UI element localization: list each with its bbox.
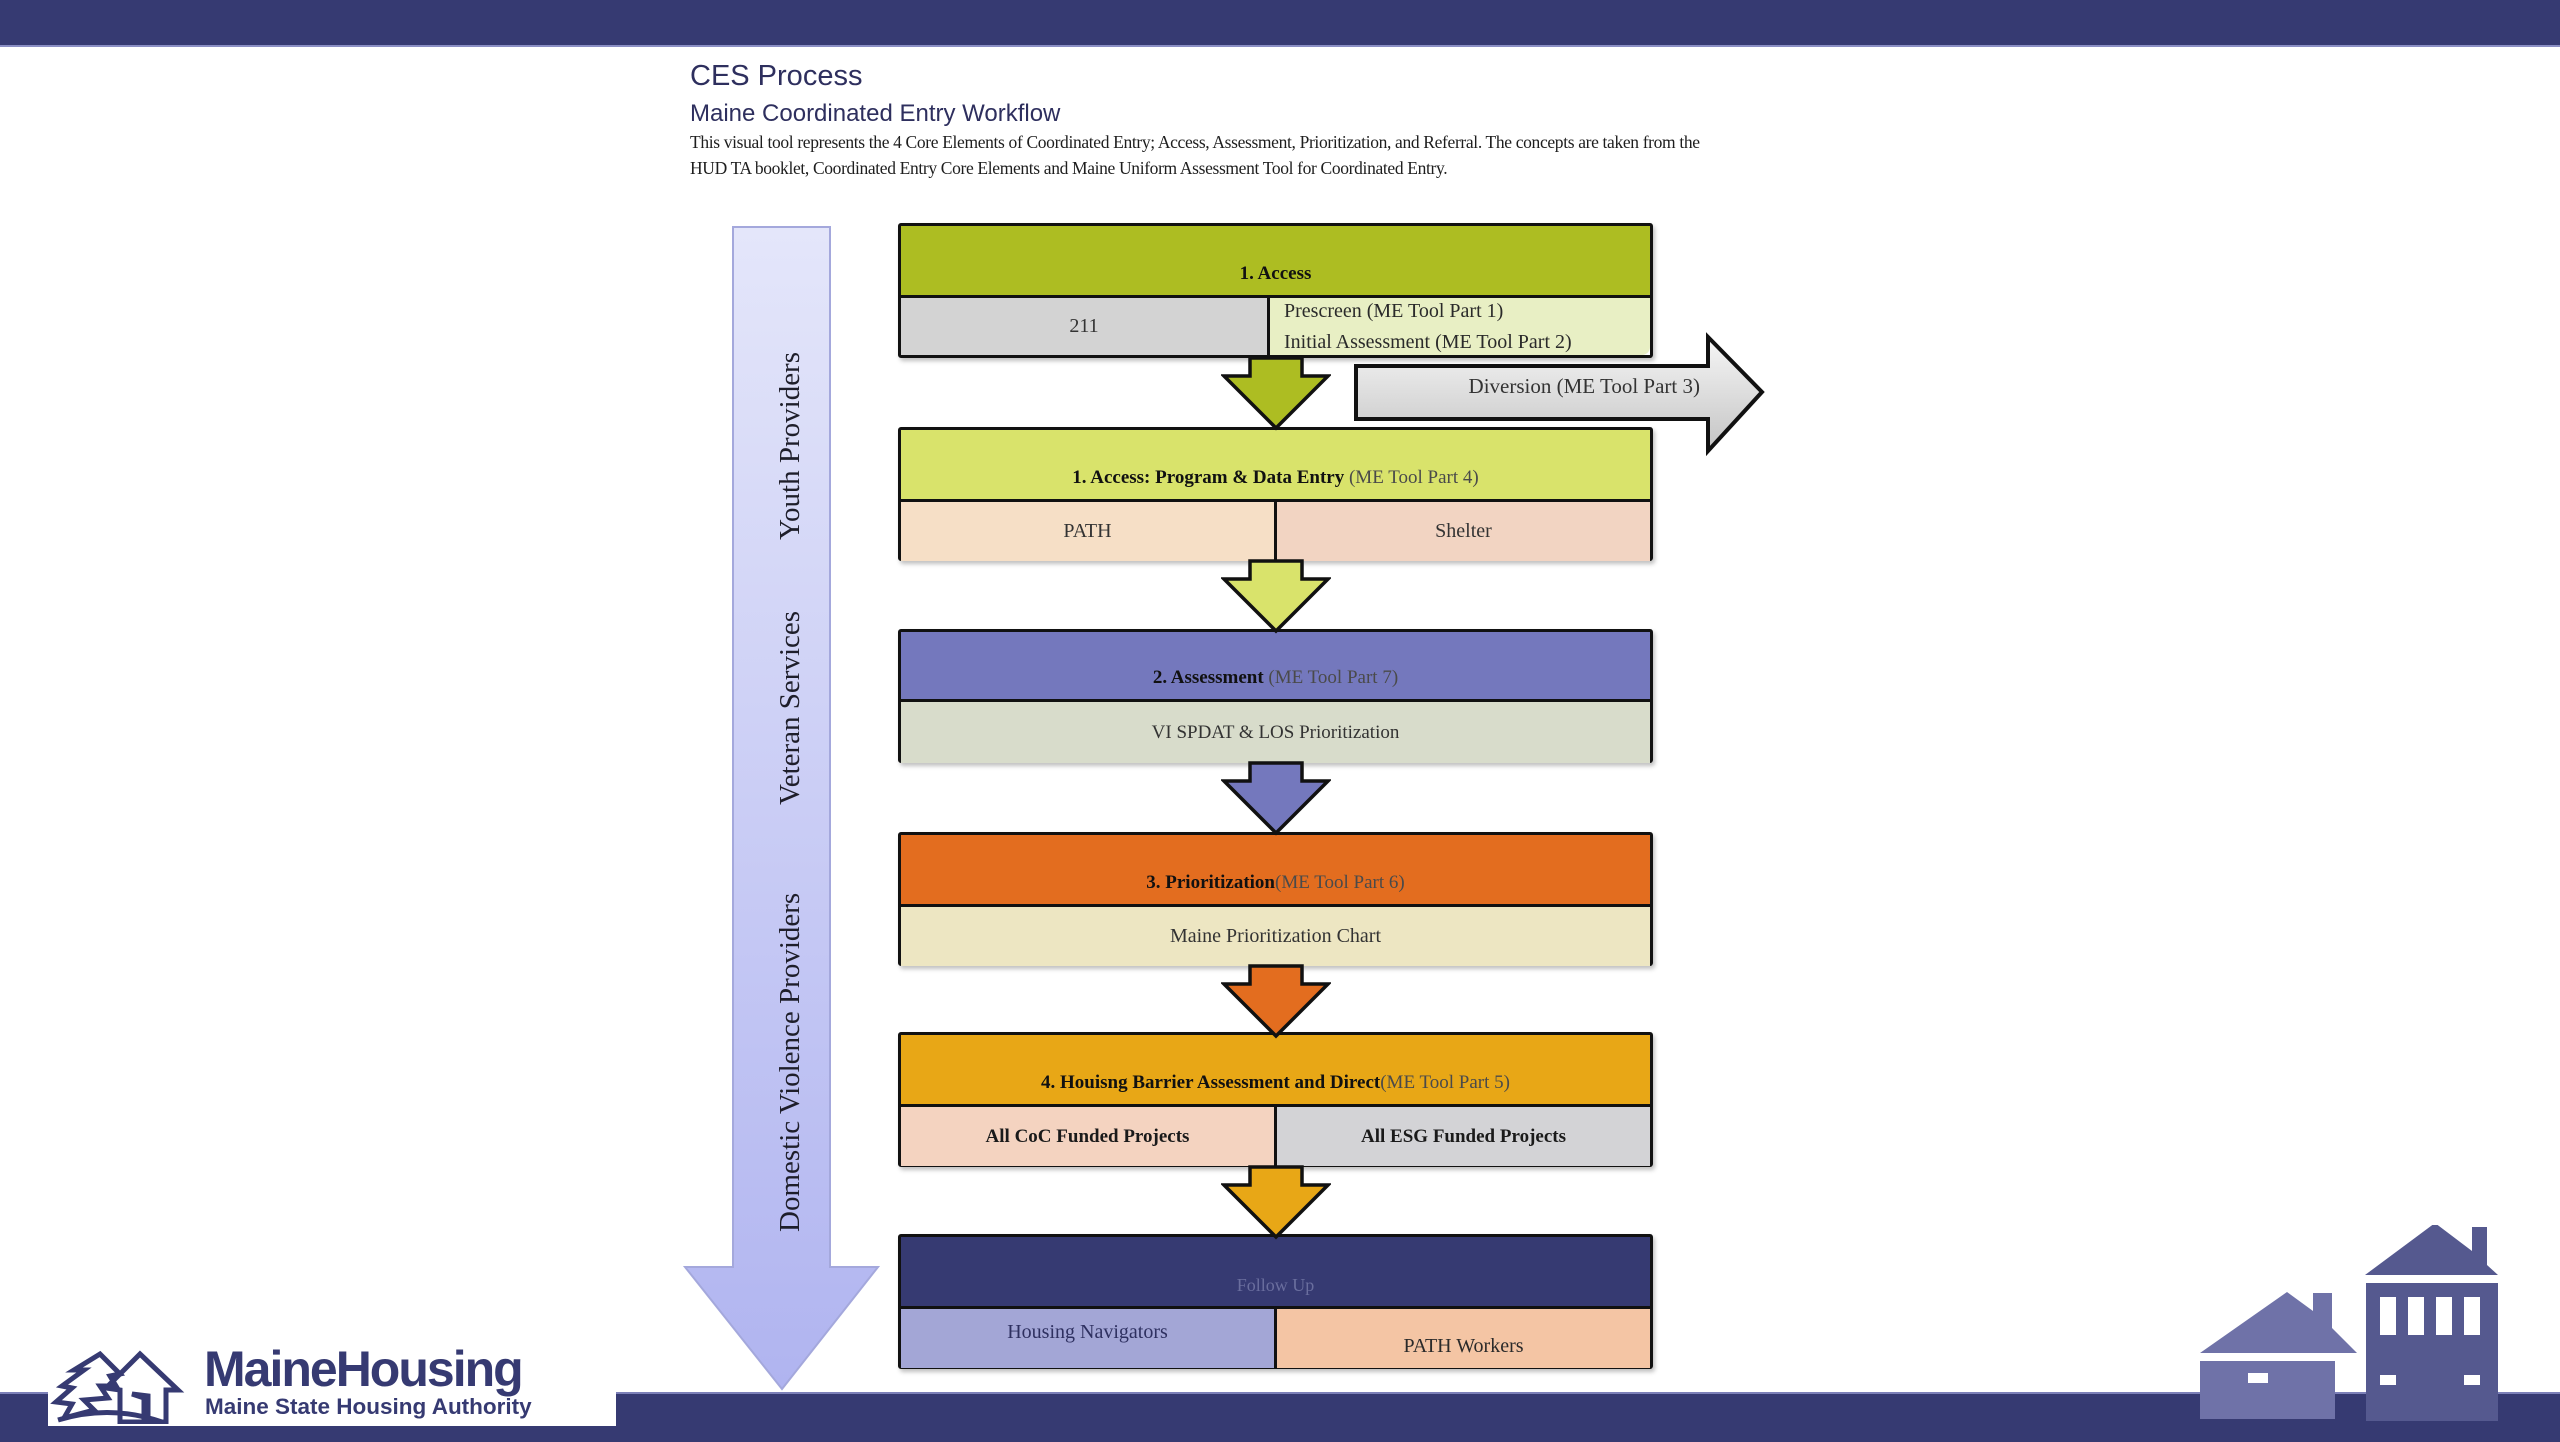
side-label-dv: Domestic Violence Providers <box>774 892 806 1232</box>
cell-esg-projects: All ESG Funded Projects <box>1274 1107 1650 1166</box>
step-title: 4. Houisng Barrier Assessment and Direct <box>1041 1072 1381 1093</box>
tall-house-icon <box>2365 1225 2498 1421</box>
side-label-youth: Youth Providers <box>774 351 806 540</box>
flow-step-program-data-entry: 1. Access: Program & Data Entry (ME Tool… <box>898 427 1653 561</box>
flow-step-access: 1. Access 211 Prescreen (ME Tool Part 1)… <box>898 223 1653 358</box>
step-title: Follow Up <box>1236 1275 1315 1295</box>
step-note: (ME Tool Part 4) <box>1348 467 1479 488</box>
flow-step-follow-up: Follow Up Housing Navigators PATH Worker… <box>898 1234 1653 1369</box>
page-title: CES Process <box>690 60 863 92</box>
cell-211: 211 <box>901 298 1267 355</box>
cell-vi-spdat: VI SPDAT & LOS Prioritization <box>901 702 1650 763</box>
cell-prioritization-chart: Maine Prioritization Chart <box>901 907 1650 966</box>
down-arrow-5 <box>1221 1165 1331 1240</box>
page-subtitle: Maine Coordinated Entry Workflow <box>690 100 1061 127</box>
cell-path-workers: PATH Workers <box>1274 1309 1650 1368</box>
provider-flow-arrow <box>682 226 881 1391</box>
side-label-veteran: Veteran Services <box>774 610 806 805</box>
step-note: (ME Tool Part 6) <box>1275 872 1405 893</box>
step-note: (ME Tool Part 7) <box>1268 667 1399 688</box>
step-header: 2. Assessment (ME Tool Part 7) <box>901 632 1650 702</box>
step-header: 1. Access: Program & Data Entry (ME Tool… <box>901 430 1650 502</box>
flow-step-assessment: 2. Assessment (ME Tool Part 7) VI SPDAT … <box>898 629 1653 763</box>
logo-tagline: Maine State Housing Authority <box>205 1394 532 1419</box>
step-header: 4. Houisng Barrier Assessment and Direct… <box>901 1035 1650 1107</box>
flow-step-housing-barrier: 4. Houisng Barrier Assessment and Direct… <box>898 1032 1653 1167</box>
step-header: Follow Up <box>901 1237 1650 1309</box>
prescreen-line: Prescreen (ME Tool Part 1) <box>1284 299 1504 322</box>
step-header: 3. Prioritization(ME Tool Part 6) <box>901 835 1650 907</box>
down-arrow-4 <box>1221 964 1331 1039</box>
step-title: 1. Access: Program & Data Entry <box>1072 467 1345 488</box>
cell-housing-navigators: Housing Navigators <box>901 1309 1274 1368</box>
step-header: 1. Access <box>901 226 1650 298</box>
page-description: This visual tool represents the 4 Core E… <box>690 132 1700 178</box>
logo-house-tree-icon <box>50 1350 185 1424</box>
down-arrow-3 <box>1221 761 1331 836</box>
cell-shelter: Shelter <box>1274 502 1650 561</box>
down-arrow-2 <box>1221 559 1331 634</box>
step-title: 2. Assessment <box>1152 667 1264 688</box>
logo-name: MaineHousing <box>204 1341 524 1397</box>
step-title: 1. Access <box>1239 263 1312 284</box>
down-arrow-1 <box>1221 356 1331 431</box>
top-banner <box>0 0 2560 47</box>
cell-path: PATH <box>901 502 1274 561</box>
diversion-arrow <box>1354 332 1765 456</box>
initial-assessment-line: Initial Assessment (ME Tool Part 2) <box>1284 330 1572 353</box>
step-title: 3. Prioritization <box>1146 872 1275 893</box>
flow-step-prioritization: 3. Prioritization(ME Tool Part 6) Maine … <box>898 832 1653 966</box>
small-house-icon <box>2200 1292 2357 1419</box>
step-note: (ME Tool Part 5) <box>1380 1072 1510 1093</box>
mainehousing-logo: MaineHousing Maine State Housing Authori… <box>48 1338 616 1426</box>
cell-prescreen: Prescreen (ME Tool Part 1) Initial Asses… <box>1267 298 1650 355</box>
diversion-label: Diversion (ME Tool Part 3) <box>1468 374 1700 398</box>
houses-illustration <box>2200 1225 2498 1421</box>
cell-coc-projects: All CoC Funded Projects <box>901 1107 1274 1166</box>
